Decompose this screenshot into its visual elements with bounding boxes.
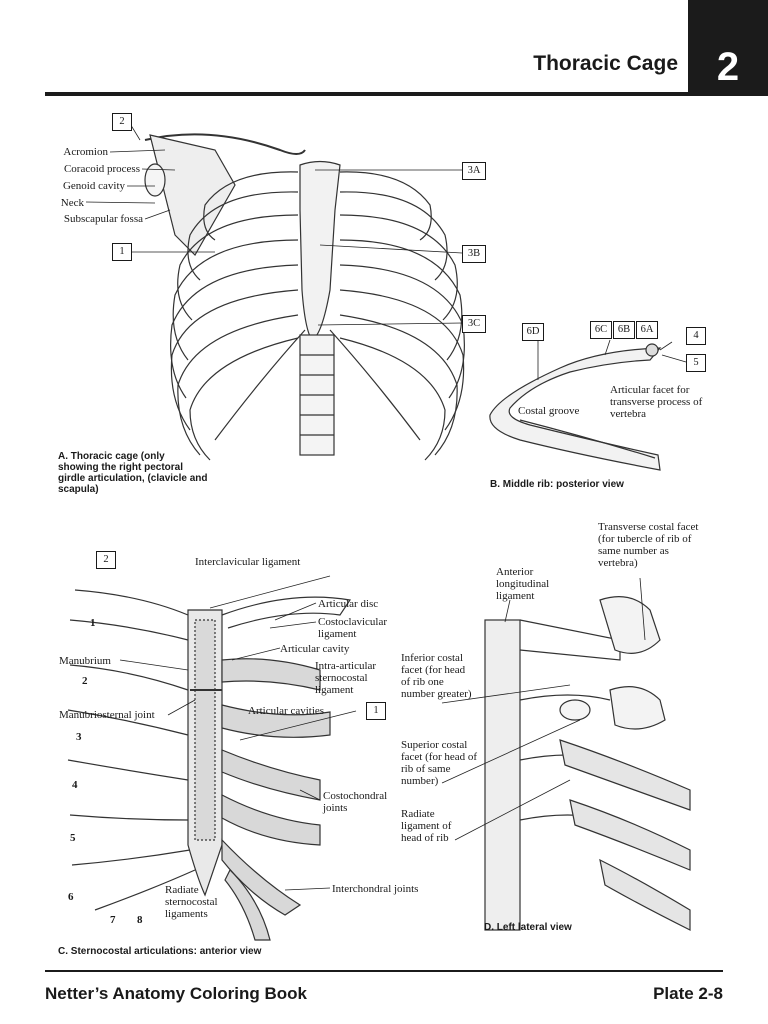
- caption-panel-a: A. Thoracic cage (only showing the right…: [58, 451, 208, 495]
- label-acromion: Acromion: [63, 146, 108, 158]
- label-articular-facet-transverse: Articular facet for transverse process o…: [610, 384, 703, 420]
- middle-rib-drawing: [489, 343, 662, 471]
- rib-number: 1: [90, 617, 96, 629]
- label-radiate-ligament-head-of-rib: Radiate ligament of head of rib: [401, 808, 452, 844]
- label-superior-costal-facet: Superior costal facet (for head of rib o…: [401, 739, 478, 787]
- rib-number: 2: [82, 675, 88, 687]
- label-transverse-costal-facet: Transverse costal facet (for tubercle of…: [598, 521, 699, 569]
- label-box-3b: 3B: [462, 245, 486, 263]
- rib-number: 6: [68, 891, 74, 903]
- label-box-3a: 3A: [462, 162, 486, 180]
- label-box-6c: 6C: [590, 321, 612, 339]
- label-articular-disc: Articular disc: [318, 598, 379, 610]
- label-manubriosternal-joint: Manubriosternal joint: [59, 709, 155, 721]
- page-title: Thoracic Cage: [533, 52, 678, 75]
- lateral-spine-drawing: [484, 596, 691, 931]
- caption-panel-c: C. Sternocostal articulations: anterior …: [58, 946, 262, 957]
- label-interchondral-joints: Interchondral joints: [332, 883, 419, 895]
- thoracic-cage-drawing: [144, 133, 465, 461]
- rib-number: 7: [110, 914, 116, 926]
- footer-rule: [45, 970, 723, 972]
- label-manubrium: Manubrium: [59, 655, 111, 667]
- label-articular-cavity: Articular cavity: [280, 643, 350, 655]
- label-costal-groove: Costal groove: [518, 405, 580, 417]
- book-title: Netter’s Anatomy Coloring Book: [45, 984, 307, 1003]
- rib-number: 3: [76, 731, 82, 743]
- label-costochondral-joints: Costochondral joints: [323, 790, 388, 814]
- label-neck: Neck: [60, 197, 84, 209]
- label-box-1-c: 1: [366, 702, 386, 720]
- label-articular-cavities: Articular cavities: [248, 705, 325, 717]
- label-intra-articular-ligament: Intra-articular sternocostal ligament: [315, 660, 377, 696]
- label-box-3c: 3C: [462, 315, 486, 333]
- label-anterior-longitudinal-ligament: Anterior longitudinal ligament: [496, 566, 550, 602]
- label-box-2-c: 2: [96, 551, 116, 569]
- caption-panel-b: B. Middle rib: posterior view: [490, 479, 624, 490]
- sternocostal-drawing: [67, 589, 352, 941]
- label-coracoid-process: Coracoid process: [63, 163, 140, 175]
- label-box-2: 2: [112, 113, 132, 131]
- label-inferior-costal-facet: Inferior costal facet (for head of rib o…: [401, 652, 472, 700]
- caption-panel-d: D. Left lateral view: [484, 922, 572, 933]
- label-subscapular-fossa: Subscapular fossa: [63, 213, 143, 225]
- label-box-5: 5: [686, 354, 706, 372]
- chapter-number-badge: 2: [688, 0, 768, 96]
- leader-lines: [85, 121, 687, 891]
- label-radiate-sternocostal-ligaments: Radiate sternocostal ligaments: [165, 884, 218, 920]
- label-box-4: 4: [686, 327, 706, 345]
- rib-number: 8: [137, 914, 143, 926]
- plate-number: Plate 2-8: [653, 984, 723, 1003]
- rib-number: 5: [70, 832, 76, 844]
- rib-number: 4: [72, 779, 78, 791]
- label-box-6b: 6B: [613, 321, 635, 339]
- label-costoclavicular-ligament: Costoclavicular ligament: [318, 616, 388, 640]
- label-box-6d: 6D: [522, 323, 544, 341]
- label-genoid-cavity: Genoid cavity: [62, 180, 125, 192]
- label-box-1: 1: [112, 243, 132, 261]
- header-rule: [45, 92, 688, 96]
- label-box-6a: 6A: [636, 321, 658, 339]
- label-interclavicular-ligament: Interclavicular ligament: [195, 556, 301, 568]
